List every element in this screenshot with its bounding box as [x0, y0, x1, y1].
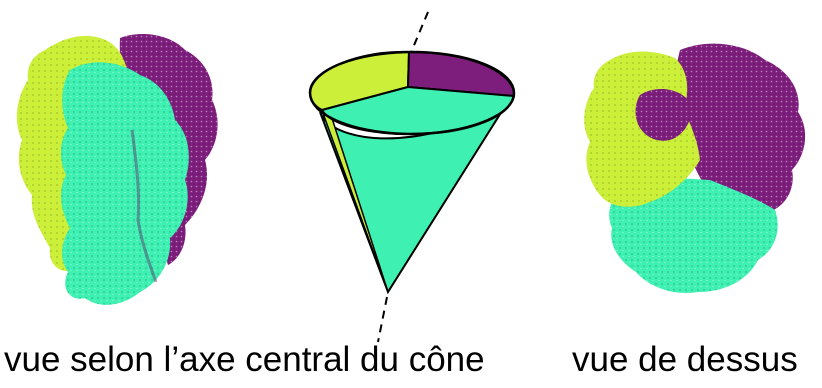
cone-diagram [290, 0, 530, 345]
caption-side-view: vue selon l’axe central du cône [4, 338, 485, 382]
molecular-surface-side-view [0, 20, 240, 320]
molecular-surface-top-view [570, 30, 815, 300]
caption-top-view: vue de dessus [572, 338, 798, 382]
cone-axis-bottom [378, 297, 387, 342]
